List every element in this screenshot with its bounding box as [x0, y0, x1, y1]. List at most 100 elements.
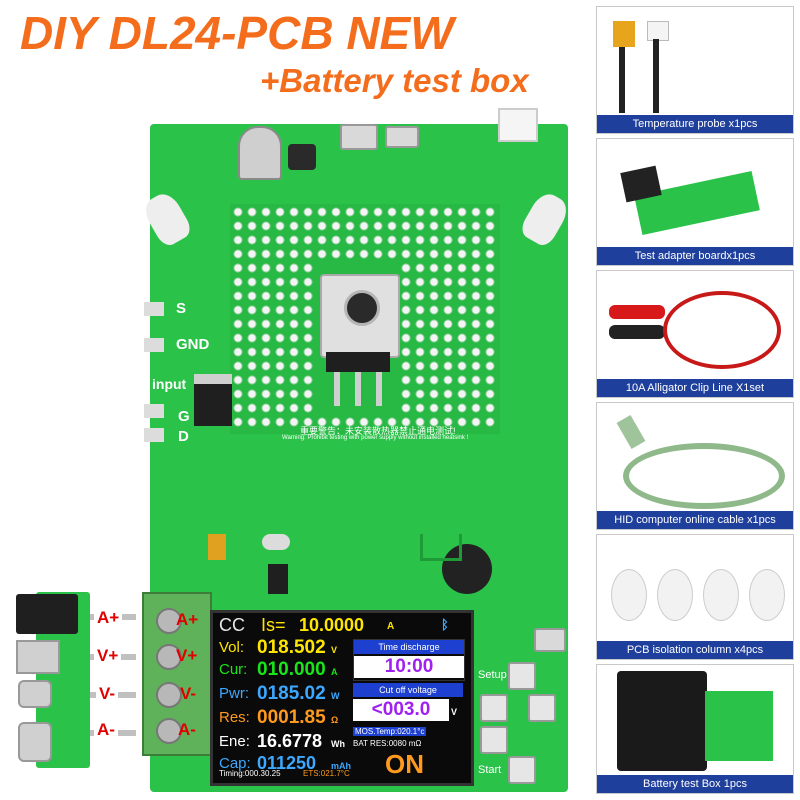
- pcb-hole: [303, 249, 313, 259]
- button-setup[interactable]: [508, 662, 536, 690]
- pcb-hole: [275, 361, 285, 371]
- pcb-hole: [261, 347, 271, 357]
- pcb-hole: [345, 221, 355, 231]
- pcb-hole: [303, 389, 313, 399]
- pcb-hole: [443, 249, 453, 259]
- pcb-hole: [457, 403, 467, 413]
- warning-cn: 重要警告：未安装散热器禁止通电测试!: [300, 426, 456, 436]
- pcb-hole: [303, 291, 313, 301]
- pcb-hole: [401, 249, 411, 259]
- accessory-label-alligator-clip: 10A Alligator Clip Line X1set: [597, 379, 793, 397]
- lcd-set-unit: A: [387, 621, 395, 632]
- warning-en: Warning: Prohibit testing with power sup…: [282, 435, 469, 441]
- pcb-hole: [247, 403, 257, 413]
- pcb-hole: [415, 417, 425, 427]
- lcd-row-label: Res:: [219, 709, 250, 726]
- pcb-hole: [233, 263, 243, 273]
- dc-jack: [238, 126, 282, 180]
- pcb-hole: [289, 249, 299, 259]
- button-left[interactable]: [480, 694, 508, 722]
- time-discharge-panel: Time discharge 10:00: [353, 639, 465, 681]
- mosfet-leg-1: [334, 372, 340, 406]
- pcb-hole: [331, 221, 341, 231]
- pcb-hole: [289, 361, 299, 371]
- pcb-hole: [485, 305, 495, 315]
- buzzer: [442, 544, 492, 594]
- pcb-hole: [415, 389, 425, 399]
- probe-wire-1: [619, 47, 625, 113]
- lcd-row-label: Pwr:: [219, 685, 249, 702]
- product-subtitle: +Battery test box: [260, 62, 529, 99]
- terminal-block: [142, 592, 212, 756]
- pcb-hole: [429, 207, 439, 217]
- accessory-label-test-adapter: Test adapter boardx1pcs: [597, 247, 793, 265]
- pcb-hole: [471, 375, 481, 385]
- pcb-hole: [261, 305, 271, 315]
- pcb-hole: [471, 417, 481, 427]
- time-discharge-label: Time discharge: [354, 640, 464, 654]
- screw-1[interactable]: [156, 608, 182, 634]
- column-4: [749, 569, 785, 621]
- pcb-hole: [457, 389, 467, 399]
- pcb-hole: [443, 221, 453, 231]
- ets-temp: ETS:021.7°C: [303, 769, 350, 778]
- pcb-hole: [429, 361, 439, 371]
- pcb-hole: [401, 403, 411, 413]
- accessory-label-hid-cable: HID computer online cable x1pcs: [597, 511, 793, 529]
- pcb-hole: [401, 361, 411, 371]
- pcb-hole: [289, 333, 299, 343]
- cutoff-unit: V: [451, 707, 458, 717]
- screw-2[interactable]: [156, 644, 182, 670]
- pcb-hole: [303, 207, 313, 217]
- pcb-hole: [373, 249, 383, 259]
- pcb-hole: [443, 263, 453, 273]
- pcb-hole: [471, 403, 481, 413]
- pcb-hole: [415, 305, 425, 315]
- pcb-hole: [457, 305, 467, 315]
- pcb-hole: [443, 319, 453, 329]
- pcb-hole: [401, 319, 411, 329]
- pcb-hole: [233, 221, 243, 231]
- battery-box: [617, 671, 707, 771]
- pcb-hole: [471, 263, 481, 273]
- pcb-hole: [261, 417, 271, 427]
- timing: Timing:000.30.25: [219, 769, 281, 778]
- pcb-hole: [485, 207, 495, 217]
- cable-loop: [623, 443, 785, 509]
- pcb-hole: [331, 207, 341, 217]
- pcb-hole: [457, 417, 467, 427]
- pcb-hole: [317, 221, 327, 231]
- screw-4[interactable]: [156, 718, 182, 744]
- button-start[interactable]: [508, 756, 536, 784]
- screw-3[interactable]: [156, 682, 182, 708]
- pcb-hole: [471, 277, 481, 287]
- pcb-hole: [359, 207, 369, 217]
- pcb-hole: [275, 305, 285, 315]
- pcb-hole: [345, 249, 355, 259]
- lcd-row-unit: V: [331, 645, 338, 655]
- time-discharge-value: 10:00: [354, 656, 464, 678]
- pcb-hole: [275, 263, 285, 273]
- pcb-hole: [401, 263, 411, 273]
- pcb-hole: [443, 277, 453, 287]
- pcb-hole: [443, 305, 453, 315]
- pcb-hole: [471, 221, 481, 231]
- pcb-hole: [359, 249, 369, 259]
- pcb-hole: [275, 249, 285, 259]
- pcb-hole: [289, 389, 299, 399]
- pcb-hole: [429, 291, 439, 301]
- pcb-hole: [261, 319, 271, 329]
- pcb-hole: [401, 291, 411, 301]
- pcb-hole: [429, 333, 439, 343]
- pcb-hole: [471, 305, 481, 315]
- probe-head: [647, 21, 669, 41]
- pcb-hole: [457, 333, 467, 343]
- pcb-hole: [261, 389, 271, 399]
- adapter-usb-c-2: [18, 722, 52, 762]
- pcb-hole: [401, 333, 411, 343]
- button-down[interactable]: [480, 726, 508, 754]
- probe-connector: [498, 108, 538, 142]
- mosfet-body: [326, 352, 390, 372]
- pcb-hole: [485, 389, 495, 399]
- button-right[interactable]: [528, 694, 556, 722]
